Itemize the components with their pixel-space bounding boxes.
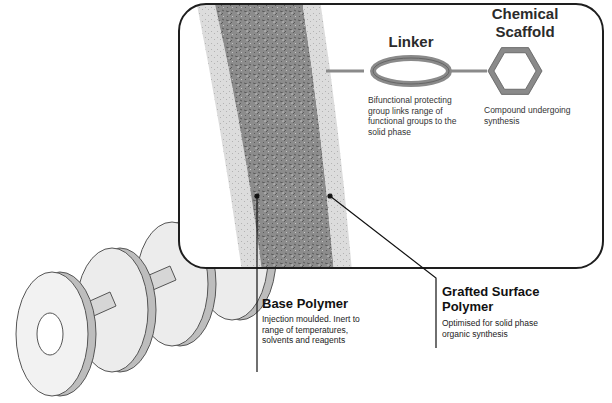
attachment-line: [326, 70, 364, 73]
polymer-band: [196, 4, 352, 268]
callout-border: [179, 4, 603, 268]
node-description: Compound undergoing synthesis: [470, 105, 574, 126]
linker-group: LinkerBifunctional protecting group link…: [360, 33, 462, 137]
node-description: Bifunctional protecting group links rang…: [360, 95, 458, 137]
part-name: Base Polymer: [262, 296, 392, 311]
lantern-hole: [37, 313, 63, 355]
linker-ring: [369, 51, 453, 91]
part-description: Optimised for solid phase organic synthe…: [442, 318, 567, 339]
chemical-scaffold: Chemical ScaffoldCompound undergoing syn…: [470, 5, 580, 126]
part-name: Grafted Surface Polymer: [442, 284, 552, 314]
grafted-surface: [302, 4, 352, 268]
bond-line: [451, 70, 487, 73]
leader-dot: [328, 194, 332, 198]
node-heading: Linker: [360, 33, 462, 51]
scaffold-hexagon: [486, 41, 544, 101]
leader-line: [256, 196, 257, 372]
node-heading: Chemical Scaffold: [470, 5, 580, 41]
leader-dot: [255, 194, 259, 198]
lantern-disc: [16, 272, 96, 396]
part-description: Injection moulded. Inert to range of tem…: [262, 314, 380, 346]
